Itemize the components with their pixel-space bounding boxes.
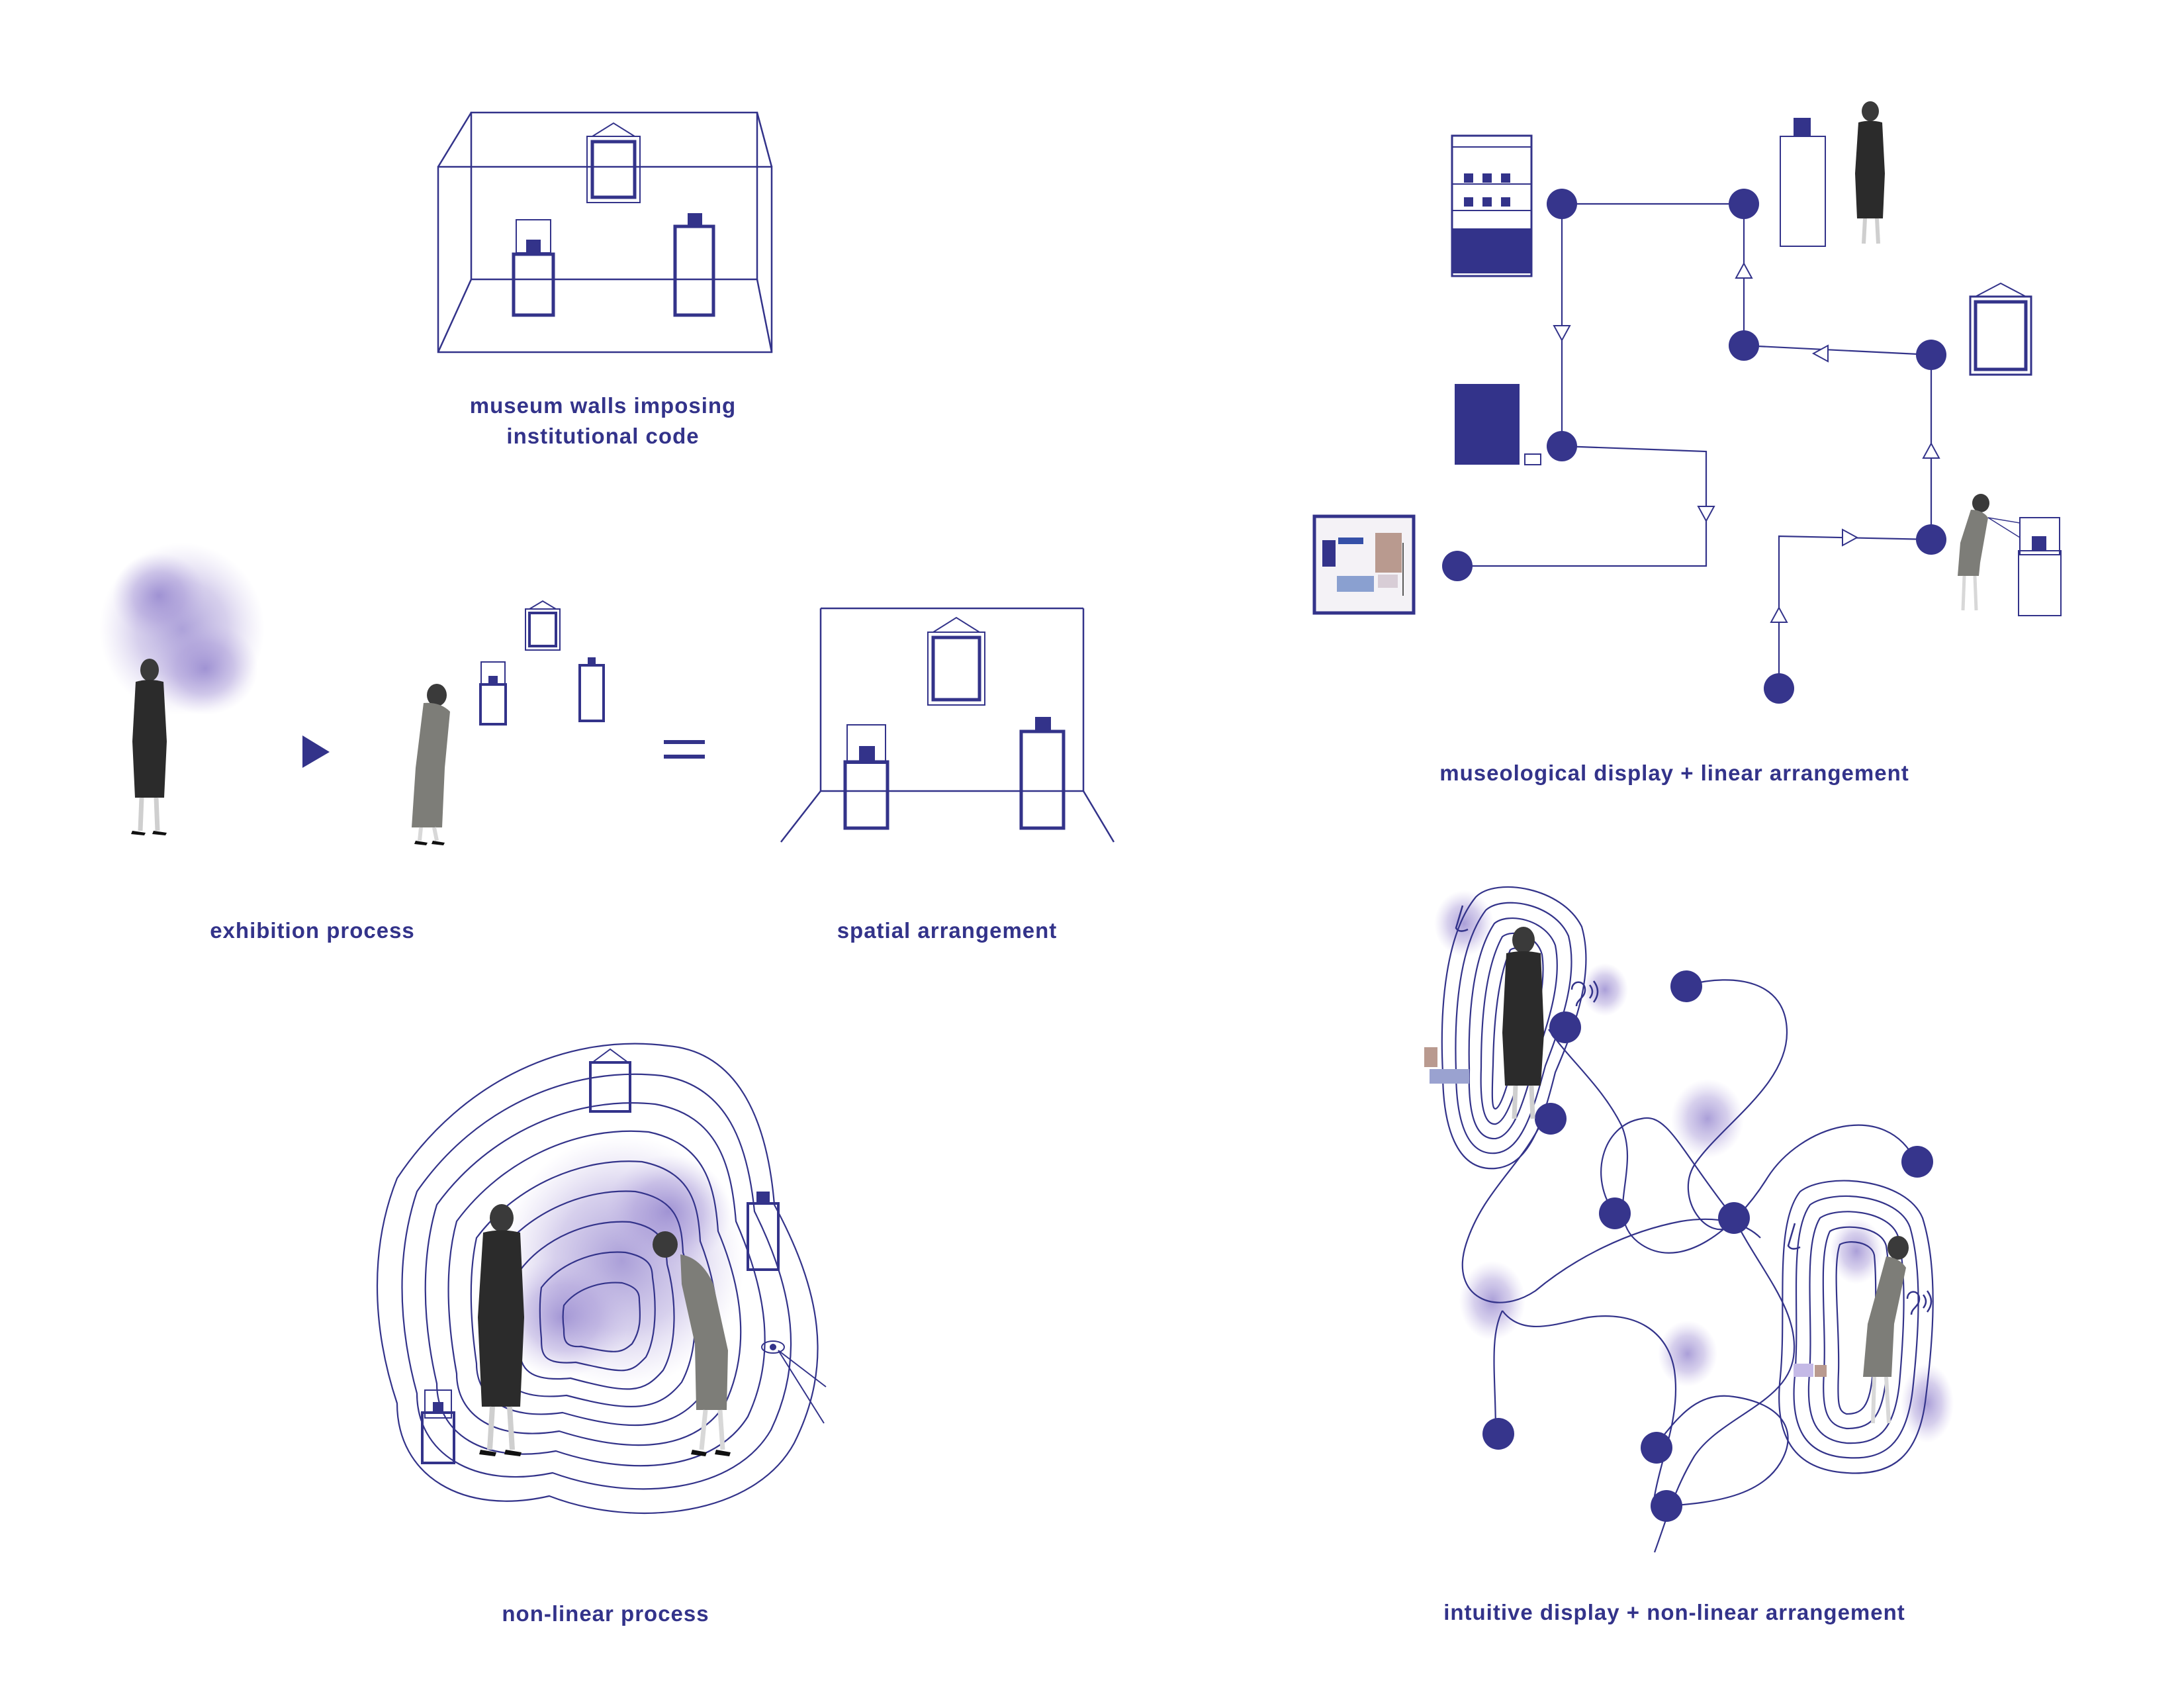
visitor-standing-figure	[1502, 927, 1544, 1119]
caption-intuitive-display: intuitive display + non-linear arrangeme…	[1443, 1600, 1905, 1624]
caption-line: museum walls imposing	[469, 393, 737, 418]
museum-walls-box	[437, 111, 773, 353]
pedestal-icon	[747, 1192, 780, 1271]
caption-museological-display: museological display + linear arrangemen…	[1439, 761, 1909, 785]
pedestal-icon	[1019, 717, 1066, 830]
visitor-leaning-figure	[653, 1231, 731, 1456]
nose-icon	[1455, 905, 1801, 1250]
spatial-arrangement-room	[780, 607, 1115, 843]
caption-exhibition-process: exhibition process	[210, 918, 415, 943]
visitor-leaning-figure	[412, 684, 450, 845]
linear-path	[1457, 203, 1933, 688]
visitor-leaning-figure	[1958, 494, 1989, 611]
room-photo-icon	[1424, 1047, 1827, 1377]
pedestal-icon	[578, 657, 605, 722]
caption-museum-walls: museum walls imposing institutional code	[437, 391, 768, 451]
pedestal-icon	[1455, 384, 1541, 465]
visitor-leaning-figure	[1863, 1236, 1909, 1424]
path-direction-arrows	[1553, 261, 1940, 623]
caption-spatial-arrangement: spatial arrangement	[837, 918, 1058, 943]
equals-icon	[664, 740, 705, 759]
contour-lines	[1441, 886, 1934, 1474]
pedestal-icon	[512, 219, 555, 317]
ear-icon	[1570, 980, 1933, 1315]
caption-line: institutional code	[506, 424, 700, 448]
watercolor-cloud	[1434, 890, 1954, 1443]
pedestal-icon	[843, 724, 889, 830]
path-node	[1442, 189, 1946, 704]
watercolor-cloud	[99, 543, 265, 715]
pedestal-icon	[421, 1389, 455, 1464]
frame-icon	[927, 616, 985, 706]
pedestal-icon	[673, 213, 715, 317]
non-linear-path	[1461, 979, 1917, 1553]
pedestal-icon	[1987, 517, 2062, 616]
visitor-standing-figure	[478, 1204, 524, 1456]
frame-icon	[589, 1048, 631, 1113]
pedestal-icon	[1780, 118, 1826, 247]
shelf-icon	[1451, 134, 1533, 277]
room-photo-icon	[1312, 514, 1416, 615]
eye-icon	[761, 1340, 827, 1424]
frame-icon	[586, 122, 641, 203]
arrow-right-icon	[302, 735, 330, 768]
visitor-standing-figure	[131, 659, 167, 835]
visitor-standing-figure	[1855, 101, 1885, 244]
frame-icon	[1969, 282, 2032, 376]
path-node	[1482, 970, 1933, 1522]
frame-icon	[525, 600, 561, 651]
pedestal-icon	[479, 661, 507, 726]
caption-non-linear-process: non-linear process	[502, 1601, 709, 1626]
